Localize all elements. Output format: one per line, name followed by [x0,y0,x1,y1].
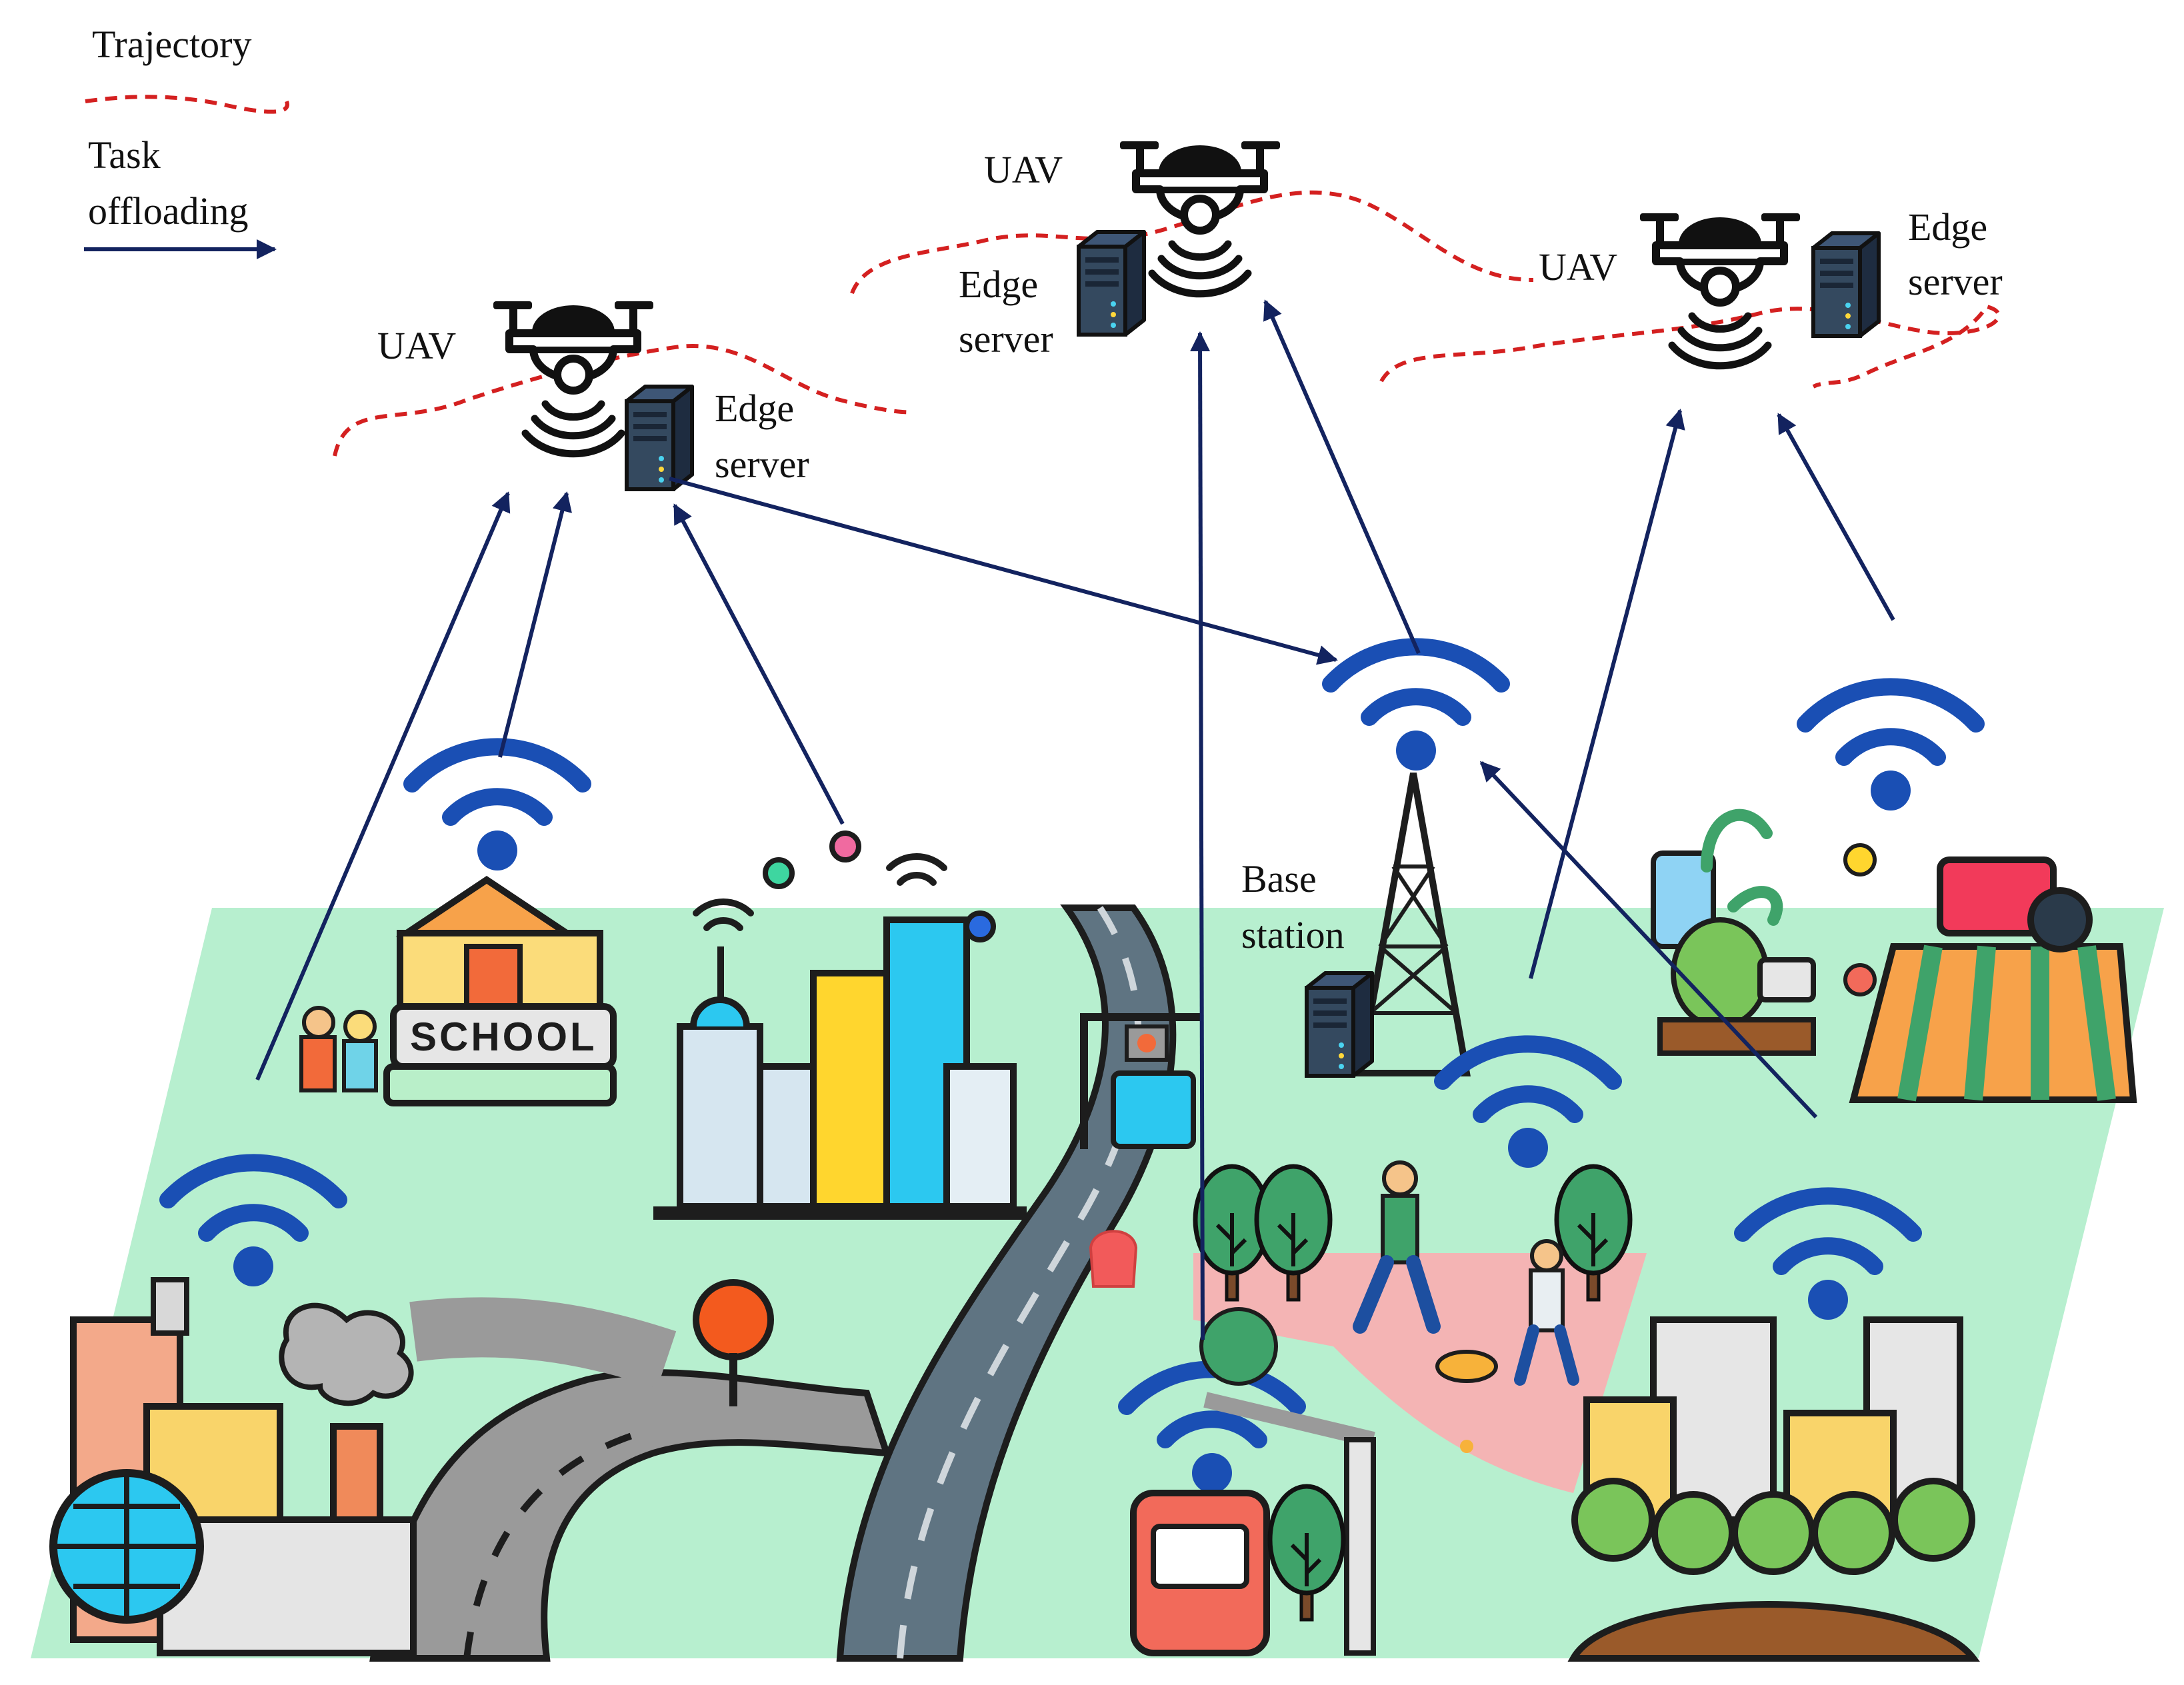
drone-icon [1640,213,1800,366]
legend-offloading-label-line2: offloading [88,189,249,233]
uav-3-server-line2: server [1908,260,2003,303]
legend-trajectory-label: Trajectory [92,23,251,66]
road [369,904,1177,1662]
sun-icon [1843,843,1877,876]
students-icon [299,1006,378,1092]
arrow-residential-to-basestation [1479,761,1818,1119]
car-icon [1089,1230,1138,1288]
server-icon [1079,232,1144,335]
uav-3: UAV Edge server [1539,205,2003,366]
arrow-city-to-uav1 [673,503,845,825]
arrow-farm-to-uav3 [1777,413,1895,621]
residential-area [1567,1196,1980,1662]
traffic-monitor [1080,1013,1200,1288]
city-buildings [653,831,1027,1220]
uav-2-server-line1: Edge [959,263,1038,306]
arrow-school-to-uav1 [498,491,572,758]
uav-1-server-line2: server [715,443,809,486]
server-icon [627,387,692,489]
dog-walker-icon [1435,1239,1579,1386]
arrow-factory-to-uav1 [255,491,511,1081]
bus-stop [1127,1307,1376,1656]
uav-1-label: UAV [377,324,456,367]
arrow-busstop-to-uav2 [1190,331,1211,1340]
trajectory-uav-1 [333,344,914,457]
base-station: Base station [1241,647,1501,1076]
server-icon [1307,973,1372,1076]
wifi-icon [1331,647,1501,771]
school-sign: SCHOOL [410,1014,597,1059]
arrow-park-to-uav3 [1529,409,1685,979]
roadside-sign-icon [693,1279,774,1360]
base-station-line1: Base [1241,857,1317,900]
pedestrian-icon [1353,1160,1441,1334]
wifi-icon [1805,687,1976,811]
uav-1: UAV Edge server [377,301,809,489]
farm [1651,687,2137,1103]
arrow-basestation-to-uav2 [1263,299,1421,655]
base-station-line2: station [1241,913,1345,956]
uav-2-label: UAV [984,148,1063,191]
trajectory-uav-2 [850,190,1534,295]
uav-3-label: UAV [1539,245,1617,289]
bus-icon [1111,1070,1196,1149]
uav-3-server-line1: Edge [1908,205,1987,249]
uav-2-server-line2: server [959,317,1053,361]
uav-2: UAV Edge server [959,141,1280,361]
factory-area [49,1162,417,1656]
arrow-uav1-to-basestation [669,477,1338,665]
wifi-icon [412,747,583,870]
legend: Trajectory Task offloading [84,23,289,259]
server-icon [1813,233,1879,336]
park [1193,1044,1647,1493]
legend-offloading-label-line1: Task [88,133,161,177]
uav-1-server-line1: Edge [715,387,794,430]
school: SCHOOL [299,747,617,1106]
legend-trajectory-line [85,95,289,114]
offloading-arrows [255,299,1895,1340]
